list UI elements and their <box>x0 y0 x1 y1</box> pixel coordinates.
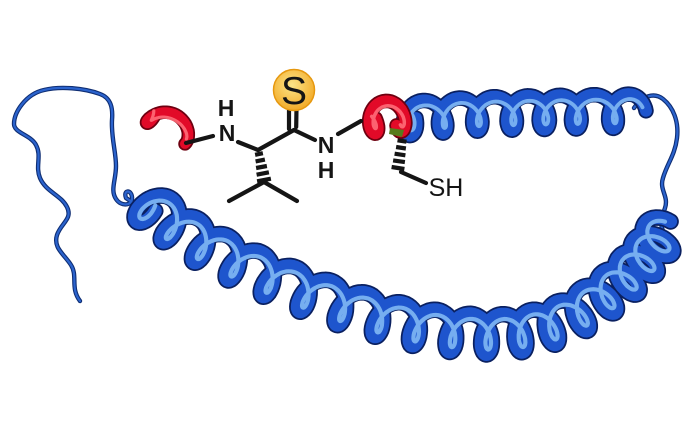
upper-helix-ribbon <box>397 88 652 142</box>
red-segment-right <box>361 93 413 141</box>
cysteine-hashed-wedge-hash <box>397 138 407 144</box>
bond-left-n-to-alpha-carbon <box>235 139 261 153</box>
cysteine-hashed-wedge-hash <box>391 164 405 172</box>
left-loop-strand <box>11 85 135 304</box>
sulfur-atom-label: S <box>281 70 307 113</box>
long-helix-sheen <box>137 198 672 352</box>
bond-thiocarbonyl-to-right-n <box>291 127 318 143</box>
bond-cysteine-to-thiol <box>398 169 429 186</box>
red-segment-left-ribbon <box>141 107 194 149</box>
red-segment-right-sheen <box>369 104 407 131</box>
red-segment-left-sheen <box>149 109 189 141</box>
thiol-sh-label: SH <box>429 174 464 202</box>
valine-hashed-wedge-hash <box>256 176 272 184</box>
cysteine-hashed-wedge-hash <box>395 144 407 151</box>
valine-hashed-wedge-hash <box>254 151 264 157</box>
long-helix <box>126 187 682 363</box>
bond-right-n-to-ribbon <box>335 118 364 137</box>
left-amide-h-label: H <box>218 95 235 121</box>
cysteine-hashed-wedge-hash <box>392 158 406 165</box>
cysteine-hashed-wedge-hash <box>394 151 406 158</box>
right-amide-h-label: H <box>318 157 335 183</box>
green-junction-sliver <box>389 128 404 137</box>
sulfur-atom-highlight-circle <box>272 68 316 112</box>
cysteine-hashed-wedge <box>391 138 407 172</box>
valine-hashed-wedge-hash <box>255 157 266 164</box>
left-loop-strand-core <box>12 86 134 303</box>
left-amide-n-label: N <box>219 120 236 146</box>
upper-helix <box>395 86 654 144</box>
red-segment-right-ribbon <box>363 95 411 140</box>
valine-hashed-wedge <box>254 151 272 184</box>
thioamide-chemical-structure: S H N N H SH <box>183 68 464 204</box>
valine-hashed-wedge-hash <box>256 170 270 177</box>
right-amide-n-label: N <box>318 132 335 158</box>
valine-hashed-wedge-hash <box>255 163 268 171</box>
upper-helix-sheen <box>405 97 645 133</box>
bond-ribbon-to-left-n <box>183 133 216 146</box>
bond-alpha-carbon-to-thiocarbonyl <box>255 127 297 153</box>
red-segment-left <box>139 105 196 151</box>
